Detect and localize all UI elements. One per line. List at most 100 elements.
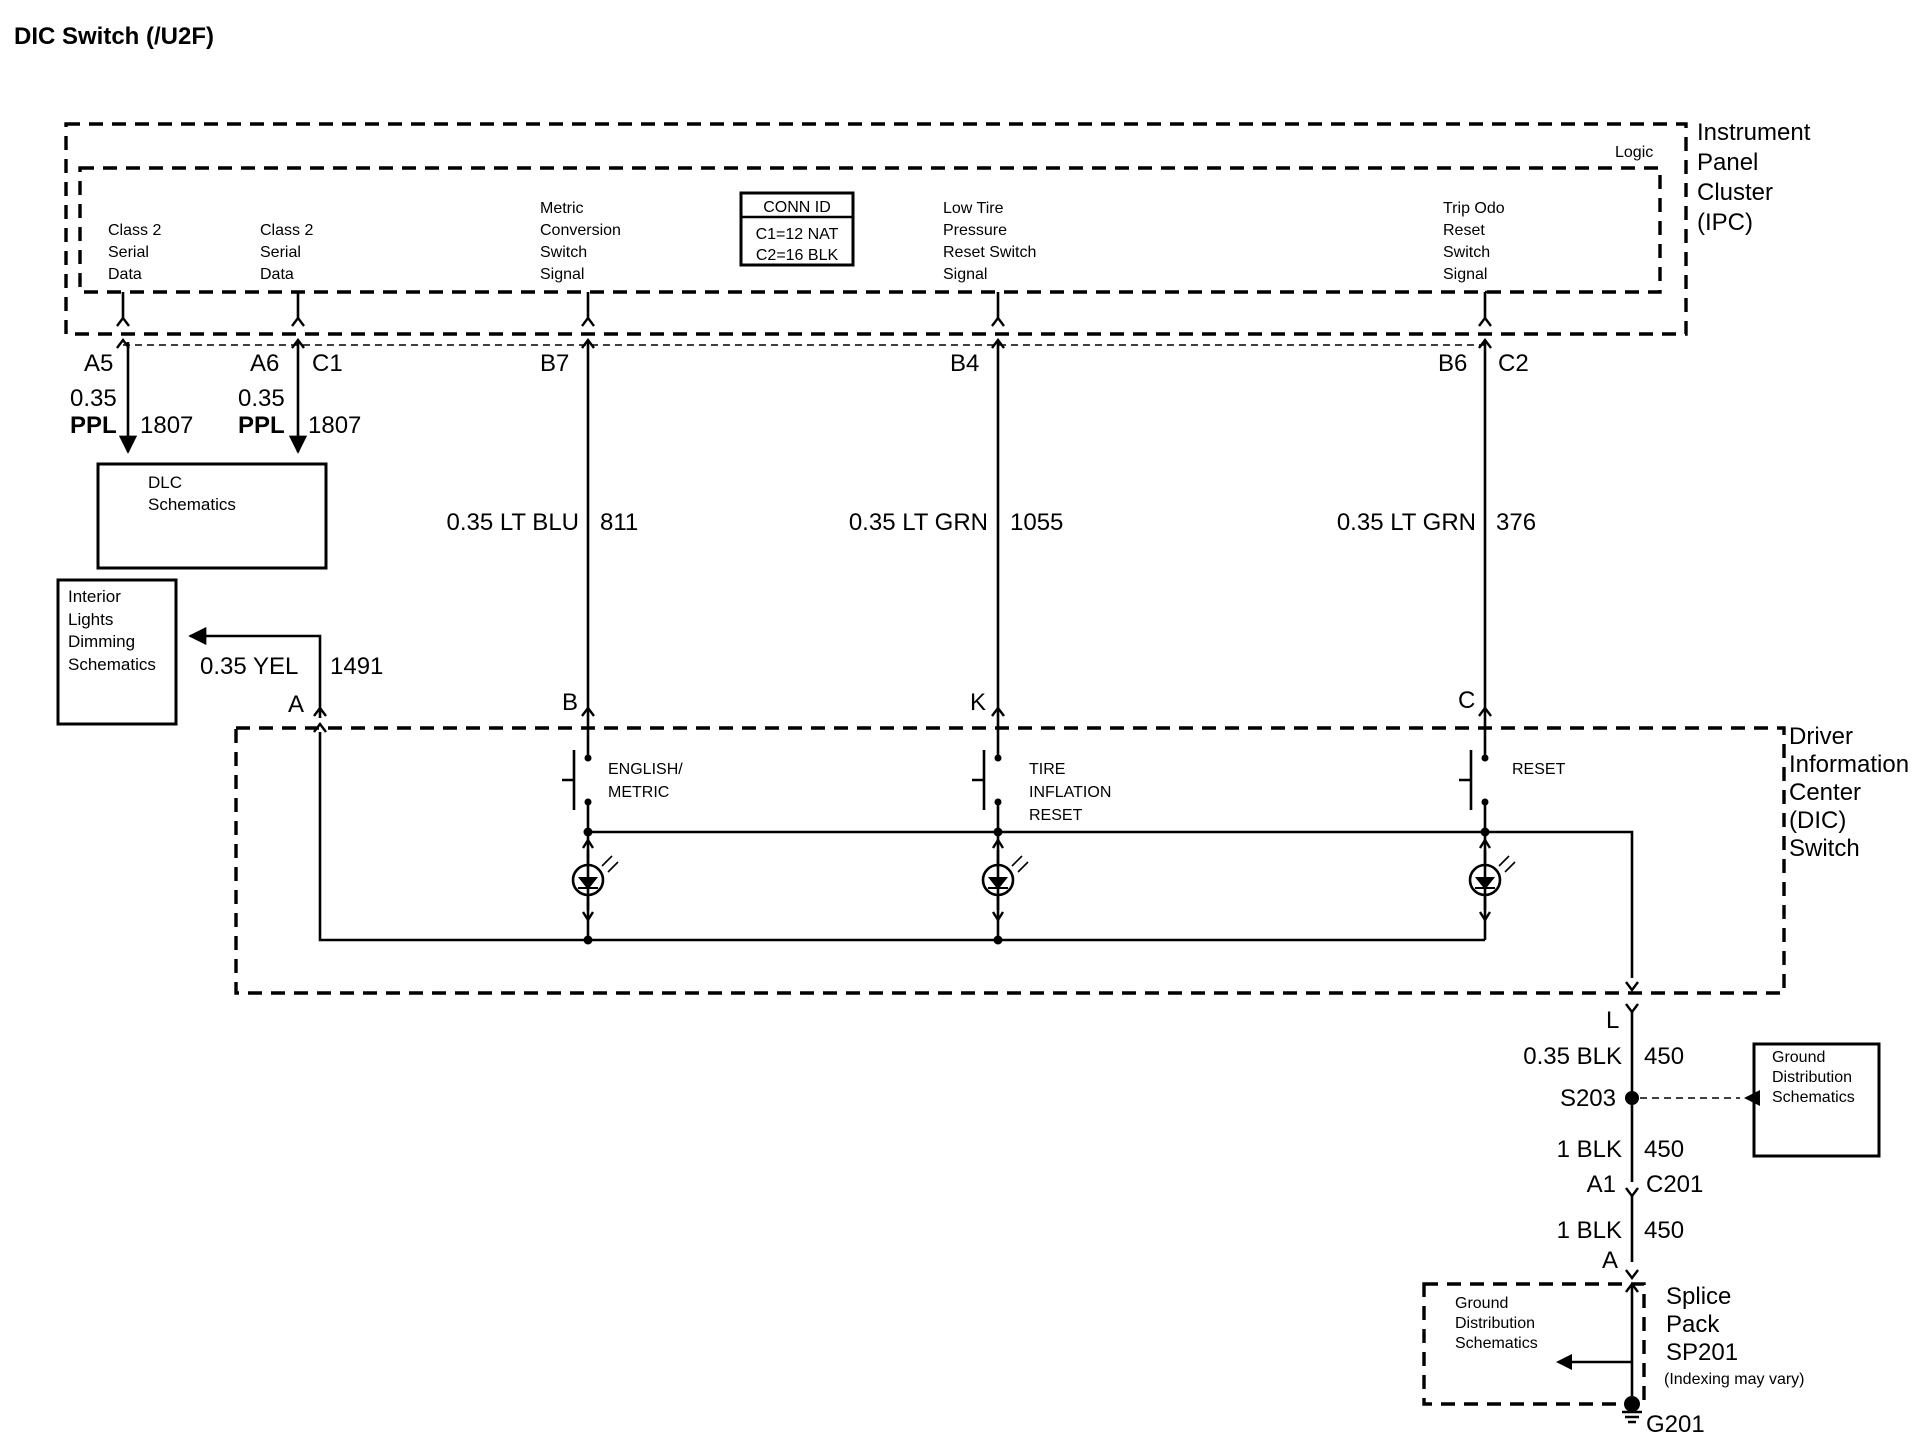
svg-text:Schematics: Schematics [68, 655, 156, 674]
svg-text:Class 2: Class 2 [260, 222, 313, 239]
pin-c2: C2 [1498, 350, 1529, 377]
svg-text:Driver: Driver [1789, 723, 1853, 750]
svg-text:Signal: Signal [540, 266, 584, 283]
upper-wire-labels: 0.35 PPL 1807 0.35 PPL 1807 0.35 LT BLU … [70, 385, 1536, 536]
svg-text:PPL: PPL [70, 412, 117, 439]
svg-text:Information: Information [1789, 751, 1909, 778]
pin-b4: B4 [950, 350, 979, 377]
wire-1491: 0.35 YEL 1491 [188, 626, 383, 718]
pin-b6: B6 [1438, 350, 1467, 377]
svg-text:Interior: Interior [68, 587, 121, 606]
svg-text:Signal: Signal [1443, 266, 1487, 283]
svg-text:RESET: RESET [1029, 807, 1083, 824]
dic-name: Driver Information Center (DIC) Switch [1789, 723, 1909, 862]
svg-text:Dimming: Dimming [68, 632, 135, 651]
signal-label-low-tire: Low Tire Pressure Reset Switch Signal [943, 200, 1036, 283]
dic-pin-k: K [970, 689, 986, 716]
interior-lights-box: Interior Lights Dimming Schematics [56, 578, 178, 726]
svg-text:Pack: Pack [1666, 1311, 1720, 1338]
svg-text:C2=16 BLK: C2=16 BLK [756, 247, 839, 264]
svg-text:Splice: Splice [1666, 1283, 1731, 1310]
svg-text:Switch: Switch [1789, 835, 1860, 862]
svg-text:0.35 LT BLU: 0.35 LT BLU [446, 509, 579, 536]
splice-s203 [1625, 1091, 1639, 1105]
signal-label-class2-a: Class 2 Serial Data [108, 222, 161, 283]
svg-text:Data: Data [108, 266, 142, 283]
svg-text:Schematics: Schematics [1455, 1335, 1538, 1352]
diagram-title: DIC Switch (/U2F) [14, 23, 214, 50]
svg-text:Serial: Serial [108, 244, 149, 261]
svg-text:376: 376 [1496, 509, 1536, 536]
svg-text:Distribution: Distribution [1455, 1315, 1535, 1332]
signal-label-metric: Metric Conversion Switch Signal [540, 200, 621, 283]
svg-text:DLC: DLC [148, 473, 182, 492]
svg-text:Low Tire: Low Tire [943, 200, 1004, 217]
svg-text:Schematics: Schematics [148, 495, 236, 514]
svg-text:Signal: Signal [943, 266, 987, 283]
pin-a5: A5 [84, 350, 113, 377]
svg-text:S203: S203 [1560, 1085, 1616, 1112]
led-icon [981, 837, 1029, 923]
switch-english-metric: ENGLISH/ METRIC [562, 750, 683, 810]
conn-id-box: CONN ID C1=12 NAT C2=16 BLK [739, 191, 855, 267]
svg-text:0.35 BLK: 0.35 BLK [1523, 1043, 1622, 1070]
ipc-outline [64, 122, 1688, 336]
svg-text:Reset Switch: Reset Switch [943, 244, 1036, 261]
svg-text:Data: Data [260, 266, 294, 283]
splice-pack-sp201: Ground Distribution Schematics Splice Pa… [1422, 1282, 1805, 1406]
svg-text:G201: G201 [1646, 1411, 1705, 1438]
svg-text:A: A [1602, 1247, 1618, 1274]
ground-icon: G201 [1622, 1396, 1705, 1438]
dic-pin-l: L [1606, 1007, 1619, 1034]
svg-text:Metric: Metric [540, 200, 584, 217]
svg-text:ENGLISH/: ENGLISH/ [608, 761, 683, 778]
svg-text:A1: A1 [1587, 1171, 1616, 1198]
svg-text:RESET: RESET [1512, 761, 1566, 778]
switch-tire-inflation-reset: TIRE INFLATION RESET [972, 750, 1111, 824]
dlc-schematics-box: DLC Schematics [96, 462, 328, 570]
svg-text:0.35 LT GRN: 0.35 LT GRN [849, 509, 988, 536]
signal-label-trip-odo: Trip Odo Reset Switch Signal [1443, 200, 1505, 283]
upper-wires [116, 338, 1492, 710]
svg-text:Ground: Ground [1455, 1295, 1508, 1312]
switch-reset: RESET [1459, 750, 1566, 810]
svg-text:1 BLK: 1 BLK [1557, 1136, 1622, 1163]
dic-outline [234, 726, 1786, 995]
svg-text:Distribution: Distribution [1772, 1069, 1852, 1086]
svg-text:Lights: Lights [68, 610, 113, 629]
svg-text:Class 2: Class 2 [108, 222, 161, 239]
svg-text:0.35: 0.35 [238, 385, 285, 412]
svg-text:Instrument: Instrument [1697, 119, 1811, 146]
svg-text:C201: C201 [1646, 1171, 1703, 1198]
svg-text:450: 450 [1644, 1136, 1684, 1163]
ground-circuit: 0.35 BLK 450 S203 1 BLK 450 A1 C201 1 BL… [1422, 1003, 1881, 1438]
junction-dots [583, 827, 1490, 945]
svg-text:1807: 1807 [140, 412, 193, 439]
svg-text:(Indexing may vary): (Indexing may vary) [1664, 1371, 1805, 1388]
signal-label-class2-b: Class 2 Serial Data [260, 222, 313, 283]
svg-text:C1=12 NAT: C1=12 NAT [756, 226, 839, 243]
ipc-component: Logic Instrument Panel Cluster (IPC) CON… [64, 119, 1811, 346]
dic-pin-a: A [288, 691, 304, 718]
dic-pin-b: B [562, 689, 578, 716]
svg-text:(IPC): (IPC) [1697, 209, 1753, 236]
svg-text:0.35 YEL: 0.35 YEL [200, 653, 298, 680]
svg-text:1491: 1491 [330, 653, 383, 680]
dic-pin-c: C [1458, 687, 1475, 714]
svg-text:1055: 1055 [1010, 509, 1063, 536]
logic-label: Logic [1615, 144, 1653, 161]
svg-text:METRIC: METRIC [608, 784, 669, 801]
svg-text:PPL: PPL [238, 412, 285, 439]
svg-text:450: 450 [1644, 1043, 1684, 1070]
svg-text:0.35 LT GRN: 0.35 LT GRN [1337, 509, 1476, 536]
led-icon [1468, 837, 1516, 923]
dic-switch-component: Driver Information Center (DIC) Switch A… [234, 687, 1909, 1034]
svg-text:Switch: Switch [1443, 244, 1490, 261]
pin-b7: B7 [540, 350, 569, 377]
svg-text:Trip Odo: Trip Odo [1443, 200, 1505, 217]
led-icon [571, 837, 619, 923]
svg-text:Switch: Switch [540, 244, 587, 261]
svg-text:Pressure: Pressure [943, 222, 1007, 239]
svg-text:Center: Center [1789, 779, 1861, 806]
